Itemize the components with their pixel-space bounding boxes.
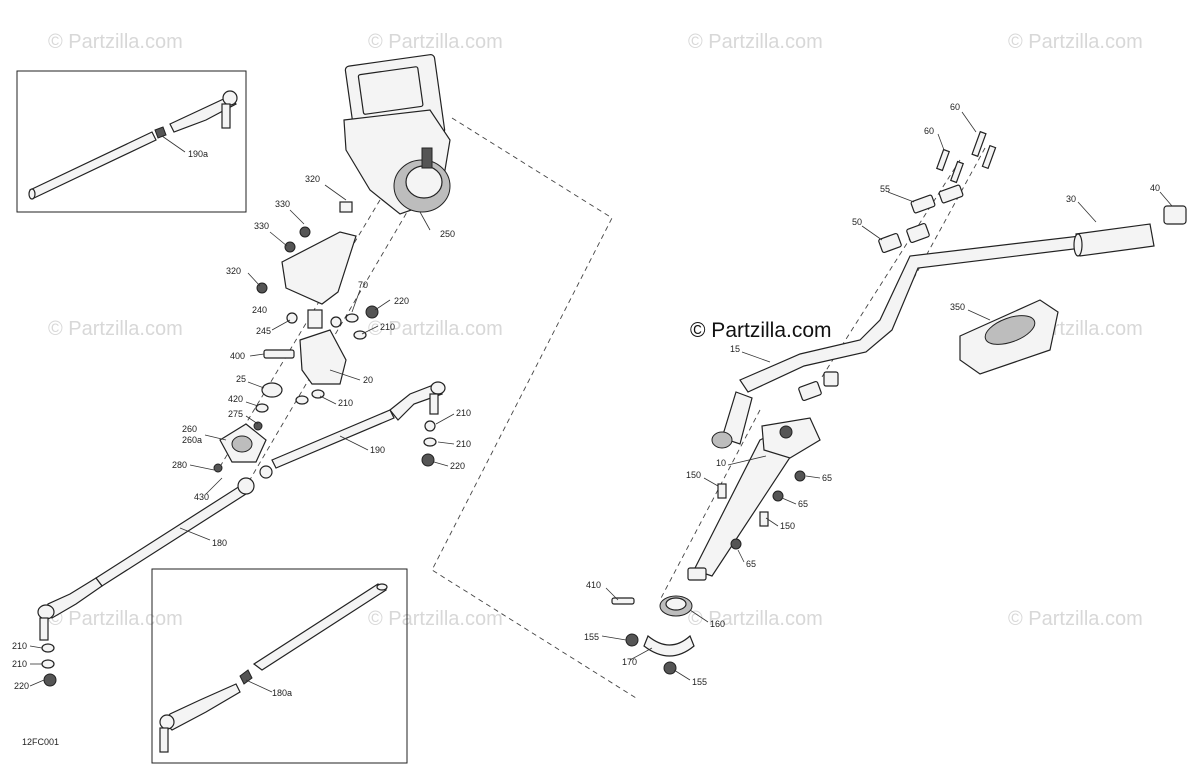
- bearing-assembly: [213, 382, 325, 473]
- tie-rod-end-inset-180a: [159, 583, 388, 753]
- steering-column: [687, 371, 839, 581]
- callout-label: 240: [252, 305, 267, 315]
- callout-label: 250: [440, 229, 455, 239]
- callout-label: 60: [950, 102, 960, 112]
- watermark: © Partzilla.com: [368, 608, 503, 630]
- axis-line: [237, 189, 421, 501]
- callout-label: 275: [228, 409, 243, 419]
- watermark: © Partzilla.com: [368, 31, 503, 53]
- tie-rod-end-inset-190a: [28, 90, 238, 200]
- callout-label: 155: [584, 632, 599, 642]
- callout-label: 210: [456, 408, 471, 418]
- callout-label: 150: [686, 470, 701, 480]
- callout-label: 40: [1150, 183, 1160, 193]
- callout-label: 410: [586, 580, 601, 590]
- callout-label: 150: [780, 521, 795, 531]
- callout-label: 220: [14, 681, 29, 691]
- assembly-outline: [431, 117, 637, 699]
- watermark: © Partzilla.com: [688, 31, 823, 53]
- watermark: © Partzilla.com: [688, 608, 823, 630]
- callout-label: 170: [622, 657, 637, 667]
- callout-label: 260: [182, 424, 197, 434]
- callout-label: 220: [394, 296, 409, 306]
- callout-label: 320: [226, 266, 241, 276]
- callout-label: 30: [1066, 194, 1076, 204]
- callout-label: 60: [924, 126, 934, 136]
- callout-label: 50: [852, 217, 862, 227]
- callout-label: 55: [880, 184, 890, 194]
- callout-label: 260a: [182, 435, 202, 445]
- callout-label: 10: [716, 458, 726, 468]
- watermark: © Partzilla.com: [1008, 31, 1143, 53]
- callout-label: 245: [256, 326, 271, 336]
- callout-label: 190a: [188, 149, 208, 159]
- mounting-bracket: [256, 201, 357, 305]
- leader-lines: [29, 111, 1173, 687]
- callout-label: 160: [710, 619, 725, 629]
- callout-label: 320: [305, 174, 320, 184]
- callout-label: 400: [230, 351, 245, 361]
- handlebar: [739, 205, 1187, 393]
- pivot-hardware: [263, 305, 379, 385]
- tie-rod-180: [37, 465, 273, 687]
- watermark-main: © Partzilla.com: [690, 319, 832, 342]
- callout-label: 330: [254, 221, 269, 231]
- callout-label: 190: [370, 445, 385, 455]
- tie-rod-190: [271, 381, 446, 469]
- callout-label: 330: [275, 199, 290, 209]
- callout-label: 430: [194, 492, 209, 502]
- callout-label: 70: [358, 280, 368, 290]
- power-steering-unit: [343, 54, 451, 215]
- watermark: © Partzilla.com: [48, 608, 183, 630]
- callout-label: 280: [172, 460, 187, 470]
- callout-label: 210: [12, 659, 27, 669]
- watermark: © Partzilla.com: [368, 318, 503, 340]
- callout-label: 65: [746, 559, 756, 569]
- handlebar-clamps: [878, 130, 997, 254]
- callout-label: 420: [228, 394, 243, 404]
- callout-label: 25: [236, 374, 246, 384]
- callout-label: 15: [730, 344, 740, 354]
- callout-label: 210: [380, 322, 395, 332]
- watermark: © Partzilla.com: [48, 318, 183, 340]
- callout-label: 20: [363, 375, 373, 385]
- callout-label: 65: [822, 473, 832, 483]
- callout-label: 180a: [272, 688, 292, 698]
- inset-box-tie-rod-upper: [16, 70, 247, 213]
- callout-label: 210: [12, 641, 27, 651]
- handlebar-pad-350: [959, 299, 1059, 375]
- inset-box-tie-rod-lower: [151, 568, 408, 764]
- watermark: © Partzilla.com: [1008, 608, 1143, 630]
- callout-label: 155: [692, 677, 707, 687]
- callout-label: 180: [212, 538, 227, 548]
- callout-labels: 190a 180a 320 330 330 250 320 240 70 220…: [12, 102, 1160, 698]
- callout-label: 350: [950, 302, 965, 312]
- callout-label: 220: [450, 461, 465, 471]
- callout-label: 210: [456, 439, 471, 449]
- watermark: © Partzilla.com: [48, 31, 183, 53]
- callout-label: 210: [338, 398, 353, 408]
- callout-label: 65: [798, 499, 808, 509]
- diagram-code: 12FC001: [22, 737, 59, 747]
